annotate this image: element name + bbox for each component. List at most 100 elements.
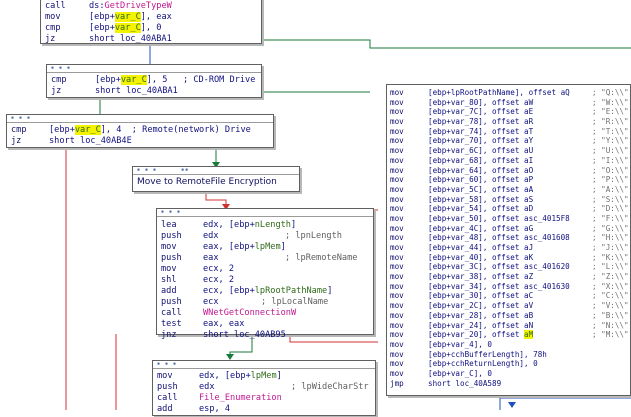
drive-letter-asm-line: mov[ebp+var_54], offset aD; "D:\\" [390,204,629,214]
asm-mnemonic: mov [390,281,404,291]
node-annotation-label: Move to RemoteFile Encryption [137,177,277,187]
asm-comment: ; "D:\\" [592,204,629,214]
asm-mnemonic: mov [390,165,404,175]
node-header: ▪ ▪ ▪ [47,65,261,73]
asm-comment: ; "Q:\\" [592,88,629,97]
drive-letter-asm-line: mov [ebp+var_24], offset aN ; "N:\\" [390,320,629,331]
asm-comment: ; "C:\\" [592,291,629,301]
asm-mnemonic: mov [390,107,404,117]
asm-comment: ; "Z:\\" [592,272,629,282]
drive-letter-asm-line: mov[ebp+var_44], offset aJ; "J:\\" [390,243,629,253]
asm-operands: short loc_40A589 [428,378,502,388]
asm-operands: [ebp+var_6C], offset aU [428,146,534,156]
node-header: ▪ ▪ ▪ [157,209,373,217]
drive-letter-asm-line: mov [ebp+cchBufferLength], 78h [390,350,627,360]
drive-letter-asm-line: mov[ebp+var_74], offset aT; "T:\\" [390,127,629,137]
asm-operands: [ebp+var_7C], offset aE [428,107,534,117]
asm-operands: [ebp+var_4C], offset aG [428,223,534,233]
drive-letter-asm-line: mov[ebp+var_4C], offset aG; "G:\\" [390,223,629,234]
asm-operands: [ebp+var_3C], offset asc_401620 [428,262,570,272]
asm-comment: ; "K:\\" [592,252,629,262]
asm-mnemonic: mov [390,136,404,146]
asm-comment: ; "N:\\" [592,320,629,330]
asm-operands: [ebp+var_20], offset aM [428,330,534,340]
asm-comment: ; "V:\\" [592,301,629,311]
drive-letter-asm-line: mov[ebp+var_48], offset asc_401608; "H:\… [390,233,629,243]
asm-comment: ; "I:\\" [592,155,629,165]
asm-mnemonic: mov [390,339,404,349]
asm-operands: [ebp+var_4], 0 [428,339,493,349]
asm-line: mov[ebp+var_C], eax [45,12,172,22]
graph-node-drive-letters[interactable]: mov[ebp+lpRootPathName], offset aQ; "Q:\… [386,84,631,396]
asm-mnemonic: mov [390,301,404,311]
graph-node-remote-check[interactable]: ▪ ▪ ▪ cmp[ebp+var_C], 4 ; Remote(network… [6,114,274,148]
asm-mnemonic: mov [390,349,404,359]
asm-operands: [ebp+var_48], offset asc_401608 [428,233,570,243]
drive-letter-asm-line: mov[ebp+lpRootPathName], offset aQ; "Q:\… [390,88,629,98]
drive-letter-asm-line: mov [ebp+var_38], offset aZ ; "Z:\\" [390,272,629,282]
asm-mnemonic: mov [390,117,404,127]
asm-operands: [ebp+var_C], 0 [428,368,493,378]
drive-letter-asm-line: mov [ebp+cchReturnLength], 0 [390,359,627,369]
asm-operands: [ebp+var_24], offset aN [428,320,534,330]
graph-node-header-icon: ▪ ▪ ▪ [157,361,178,367]
asm-operands: [ebp+var_38], offset aZ [428,272,534,282]
asm-comment: ; "S:\\" [592,194,629,204]
asm-comment: ; "R:\\" [592,117,629,127]
asm-mnemonic: mov [390,194,404,204]
asm-operands: [ebp+var_34], offset asc_401630 [428,281,570,291]
node-header: ▪ ▪ ▪ ▪▪ [133,167,299,175]
asm-mnemonic: mov [390,213,404,223]
graph-node-header-icon: ▪ ▪ ▪ ▪▪ [137,167,190,173]
asm-operands: [ebp+var_30], offset aC [428,291,534,301]
asm-comment: ; "F:\\" [592,213,629,223]
drive-letter-asm-line: mov [ebp+var_6C], offset aU ; "U:\\" [390,146,629,156]
asm-operands: [ebp+var_70], offset aY [428,136,534,146]
drive-letter-asm-line: mov[ebp+var_C], 0 [390,369,627,379]
asm-mnemonic: mov [390,320,404,330]
asm-operands: [ebp+var_28], offset aB [428,310,534,320]
asm-mnemonic: mov [390,272,404,282]
drive-letter-asm-line: mov[ebp+var_50], offset asc_4015F8; "F:\… [390,213,629,224]
drive-letter-asm-line: mov[ebp+var_40], offset aK; "K:\\" [390,252,629,263]
asm-line: cmp[ebp+var_C], 0 [45,23,162,33]
asm-comment: ; "B:\\" [592,310,629,320]
asm-comment: ; "O:\\" [592,165,629,175]
asm-comment: ; "U:\\" [592,146,629,156]
drive-letter-asm-line: mov[ebp+var_58], offset aS; "S:\\" [390,194,629,205]
drive-letter-asm-line: mov[ebp+var_68], offset aI; "I:\\" [390,155,629,166]
drive-letter-asm-line: mov[ebp+var_28], offset aB; "B:\\" [390,310,629,321]
drive-letter-asm-line: mov [ebp+var_70], offset aY ; "Y:\\" [390,136,629,146]
asm-operands: [ebp+cchReturnLength], 0 [428,359,538,369]
asm-operands: [ebp+var_64], offset aO [428,165,534,175]
drive-letter-asm-line: mov [ebp+var_4], 0 [390,340,627,350]
drive-letter-asm-line: mov [ebp+var_64], offset aO ; "O:\\" [390,165,629,176]
asm-mnemonic: mov [390,146,404,156]
graph-node-remote-encryption-note[interactable]: ▪ ▪ ▪ ▪▪ Move to RemoteFile Encryption [132,166,300,192]
node-header: ▪ ▪ ▪ [153,361,375,369]
graph-node-cdrom-check[interactable]: ▪ ▪ ▪ cmp[ebp+var_C], 5 ; CD-ROM Drive j… [46,64,262,98]
asm-mnemonic: mov [390,233,404,243]
asm-mnemonic: mov [390,184,404,194]
graph-node-header-icon: ▪ ▪ ▪ [11,115,32,121]
asm-mnemonic: mov [390,359,404,369]
asm-operands: [ebp+var_60], offset aP [428,175,534,185]
asm-operands: [ebp+cchBufferLength], 78h [428,349,547,359]
asm-operands: [ebp+var_40], offset aK [428,252,534,262]
asm-comment: ; "Y:\\" [592,136,629,146]
drive-letter-asm-line: mov[ebp+var_7C], offset aE; "E:\\" [390,107,629,117]
